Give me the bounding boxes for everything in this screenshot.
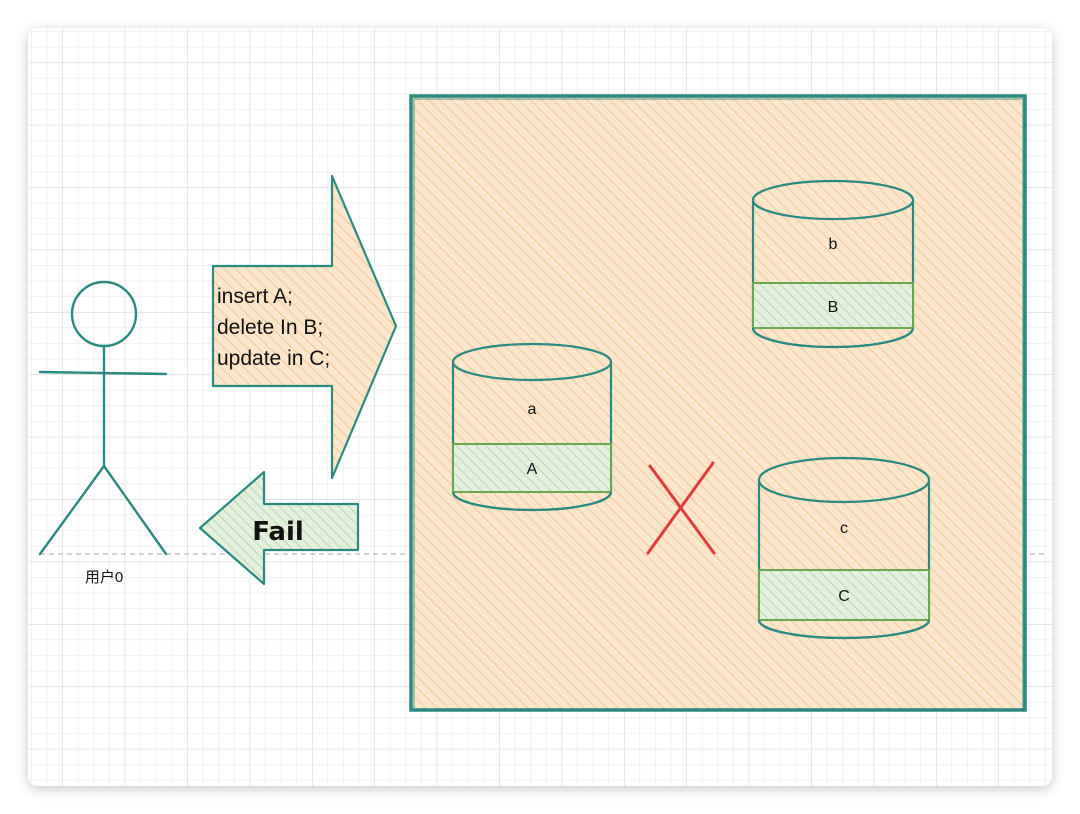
database-c-row: [758, 569, 930, 621]
user-label: 用户0: [85, 569, 123, 586]
request-text: insert A; delete In B; update in C;: [217, 285, 330, 370]
database-a-bottom-label: A: [527, 461, 538, 478]
request-line-2: delete In B;: [217, 316, 323, 339]
response-label: Fail: [252, 517, 304, 547]
database-b-top-label: b: [829, 236, 838, 253]
request-arrow: [211, 174, 398, 480]
database-b-bottom-label: B: [828, 299, 839, 316]
response-arrow: [198, 470, 360, 586]
database-a-row: [452, 443, 612, 493]
stick-figure-icon: [38, 280, 168, 556]
database-a: a A: [451, 342, 613, 512]
database-b-row: [752, 282, 914, 329]
database-c: c C: [757, 456, 931, 640]
database-c-bottom-label: C: [838, 588, 850, 605]
cross-icon: [646, 461, 716, 555]
database-a-top-label: a: [528, 401, 537, 418]
database-c-top-label: c: [840, 520, 848, 537]
database-b: b B: [751, 179, 915, 349]
request-line-3: update in C;: [217, 347, 330, 370]
request-line-1: insert A;: [217, 285, 293, 308]
